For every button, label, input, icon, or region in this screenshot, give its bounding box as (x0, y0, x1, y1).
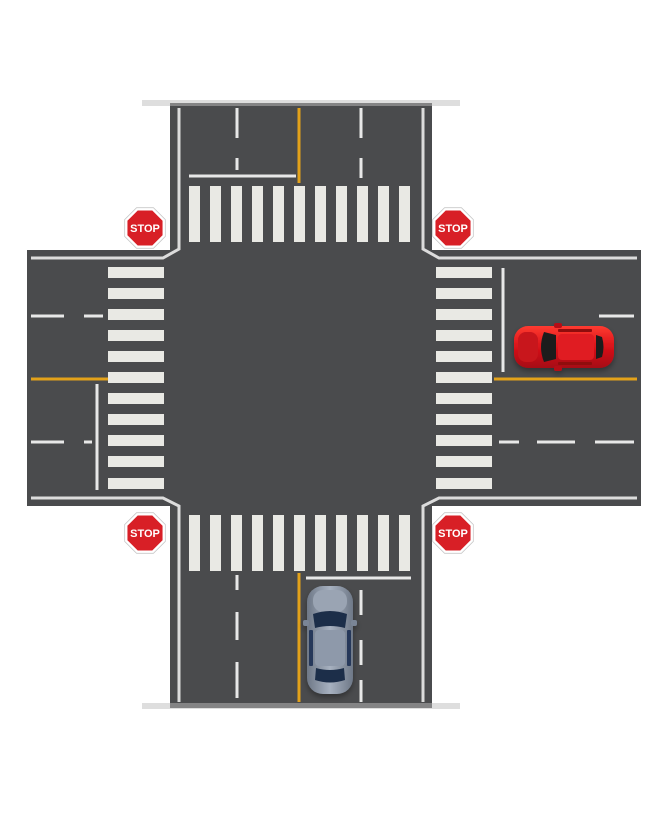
silver-car-roof (315, 630, 345, 666)
silver-car-hood (313, 590, 347, 612)
red-car-hood (518, 332, 538, 362)
crosswalk-west-stripe (108, 351, 164, 362)
crosswalk-south-stripe (378, 515, 389, 571)
crosswalk-south-stripe (294, 515, 305, 571)
crosswalk-west-stripe (108, 372, 164, 383)
crosswalk-east-stripe (436, 372, 492, 383)
crosswalk-south-stripe (357, 515, 368, 571)
crosswalk-west-stripe (108, 330, 164, 341)
crosswalk-west-stripe (108, 267, 164, 278)
center-lines (31, 108, 637, 702)
silver-car-mirror-right (351, 620, 357, 626)
crosswalk-east-stripe (436, 456, 492, 467)
red-car-rear-window (596, 335, 604, 359)
crosswalk-north-stripe (315, 186, 326, 242)
stop-lines (95, 174, 505, 580)
stop-sign-label: STOP (438, 528, 468, 540)
crosswalk-north-stripe (336, 186, 347, 242)
crosswalk-east-stripe (436, 288, 492, 299)
crosswalks (108, 186, 492, 571)
red-car-windshield (541, 332, 556, 362)
crosswalk-west-stripe (108, 309, 164, 320)
crosswalk-west-stripe (108, 435, 164, 446)
crosswalk-north-stripe (399, 186, 410, 242)
crosswalk-east-stripe (436, 393, 492, 404)
crosswalk-north-stripe (273, 186, 284, 242)
stop-sign-sw: STOP (124, 512, 166, 554)
silver-car-mirror-left (303, 620, 309, 626)
crosswalk-south-stripe (315, 515, 326, 571)
crosswalk-west-stripe (108, 478, 164, 489)
stop-sign-label: STOP (438, 223, 468, 235)
lane-dashes (31, 108, 634, 702)
crosswalk-east-stripe (436, 309, 492, 320)
stop-sign-ne: STOP (432, 207, 474, 249)
stop-sign-face (127, 515, 163, 551)
crosswalk-west-stripe (108, 393, 164, 404)
crosswalk-east-stripe (436, 267, 492, 278)
crosswalk-north-stripe (378, 186, 389, 242)
stop-sign-label: STOP (130, 223, 160, 235)
red-car-mirror-right (554, 366, 562, 371)
crosswalk-west-stripe (108, 414, 164, 425)
crosswalk-south-stripe (336, 515, 347, 571)
crosswalk-north-stripe (231, 186, 242, 242)
crosswalk-north-stripe (189, 186, 200, 242)
crosswalk-east-stripe (436, 435, 492, 446)
crosswalk-south-stripe (210, 515, 221, 571)
crosswalk-east-stripe (436, 351, 492, 362)
crosswalk-north-stripe (294, 186, 305, 242)
silver-car (303, 586, 357, 694)
stop-sign-face (127, 210, 163, 246)
stop-sign-label: STOP (130, 528, 160, 540)
crosswalk-south-stripe (252, 515, 263, 571)
crosswalk-east-stripe (436, 414, 492, 425)
crosswalk-west-stripe (108, 456, 164, 467)
crosswalk-south-stripe (231, 515, 242, 571)
curb-lines (31, 108, 637, 702)
crosswalk-west-stripe (108, 288, 164, 299)
stop-sign-nw: STOP (124, 207, 166, 249)
silver-car-rear-window (315, 668, 345, 683)
crosswalk-north-stripe (210, 186, 221, 242)
crosswalk-east-stripe (436, 330, 492, 341)
crosswalk-south-stripe (273, 515, 284, 571)
crosswalk-south-stripe (399, 515, 410, 571)
stop-sign-se: STOP (432, 512, 474, 554)
crosswalk-north-stripe (357, 186, 368, 242)
crosswalk-north-stripe (252, 186, 263, 242)
crosswalk-east-stripe (436, 478, 492, 489)
red-car-mirror-left (554, 323, 562, 328)
red-car (514, 323, 614, 371)
stop-sign-face (435, 210, 471, 246)
stop-sign-face (435, 515, 471, 551)
silver-car-windshield (313, 611, 347, 628)
stop-signs: STOP STOP STOP STOP (124, 207, 474, 554)
crosswalk-south-stripe (189, 515, 200, 571)
red-car-roof (558, 334, 594, 360)
